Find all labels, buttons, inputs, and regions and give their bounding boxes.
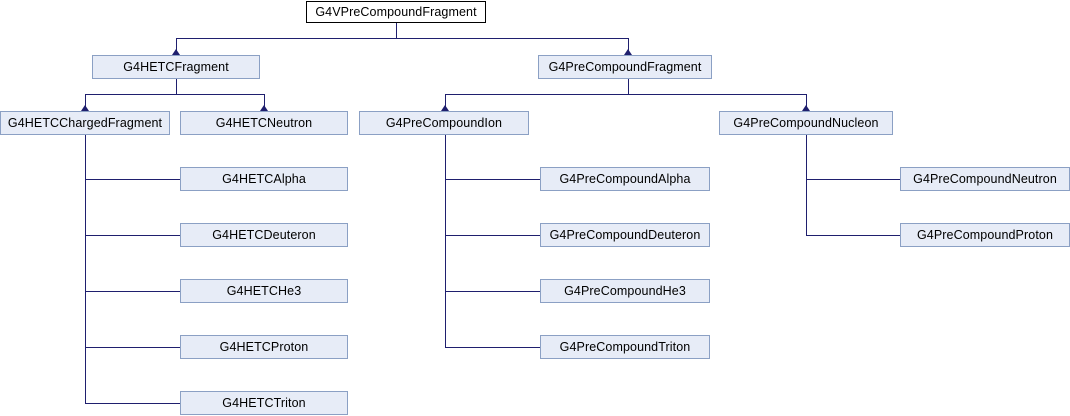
class-node-precompound_he3[interactable]: G4PreCompoundHe3: [540, 279, 710, 303]
branch-hetc-triton: [85, 403, 180, 404]
trunk-hetc-charged: [85, 135, 86, 403]
stem-hetc-fragment-up: [176, 38, 177, 55]
stem-hetc-fragment-down: [176, 79, 177, 94]
class-node-precompound_neutron[interactable]: G4PreCompoundNeutron: [900, 167, 1070, 191]
class-node-precompound_nucleon[interactable]: G4PreCompoundNucleon: [719, 111, 893, 135]
class-node-precompound_deuteron[interactable]: G4PreCompoundDeuteron: [540, 223, 710, 247]
class-node-precompound_alpha[interactable]: G4PreCompoundAlpha: [540, 167, 710, 191]
branch-precomp-proton: [806, 235, 900, 236]
arrow-into-precompound-ion: [441, 105, 449, 111]
bus-precompfrag-to-row3: [445, 94, 806, 95]
stem-precomp-ion-up: [445, 94, 446, 111]
stem-precomp-nucleon-up: [806, 94, 807, 111]
branch-hetc-deuteron: [85, 235, 180, 236]
stem-root-down: [396, 23, 397, 38]
branch-precomp-neutron: [806, 179, 900, 180]
class-node-hetc_proton[interactable]: G4HETCProton: [180, 335, 348, 359]
branch-hetc-proton: [85, 347, 180, 348]
arrow-into-hetc-charged: [81, 105, 89, 111]
branch-precomp-alpha: [445, 179, 540, 180]
trunk-precompound-ion: [445, 135, 446, 347]
arrow-into-hetc-fragment: [172, 49, 180, 55]
branch-precomp-deuteron: [445, 235, 540, 236]
branch-precomp-triton: [445, 347, 540, 348]
stem-precomp-frag-down: [628, 79, 629, 94]
arrow-into-precompound-fragment: [624, 49, 632, 55]
class-node-hetc_fragment[interactable]: G4HETCFragment: [92, 55, 260, 79]
class-node-precompound_ion[interactable]: G4PreCompoundIon: [359, 111, 529, 135]
stem-hetc-charged-up: [85, 94, 86, 111]
trunk-precompound-nucleon: [806, 135, 807, 235]
class-node-hetc_charged_fragment[interactable]: G4HETCChargedFragment: [0, 111, 170, 135]
bus-root-to-row2: [176, 38, 628, 39]
stem-hetc-neutron-up: [264, 94, 265, 111]
class-node-precompound_proton[interactable]: G4PreCompoundProton: [900, 223, 1070, 247]
class-node-hetc_he3[interactable]: G4HETCHe3: [180, 279, 348, 303]
class-node-hetc_deuteron[interactable]: G4HETCDeuteron: [180, 223, 348, 247]
arrow-into-hetc-neutron: [260, 105, 268, 111]
branch-hetc-he3: [85, 291, 180, 292]
class-node-hetc_triton[interactable]: G4HETCTriton: [180, 391, 348, 415]
branch-hetc-alpha: [85, 179, 180, 180]
branch-precomp-he3: [445, 291, 540, 292]
bus-hetcfrag-to-row3: [85, 94, 264, 95]
class-node-precompound_fragment[interactable]: G4PreCompoundFragment: [538, 55, 712, 79]
class-node-hetc_neutron[interactable]: G4HETCNeutron: [180, 111, 348, 135]
stem-precompound-frag-up: [628, 38, 629, 55]
arrow-into-precompound-nucleon: [802, 105, 810, 111]
class-node-precompound_triton[interactable]: G4PreCompoundTriton: [540, 335, 710, 359]
class-node-root[interactable]: G4VPreCompoundFragment: [306, 1, 486, 23]
class-node-hetc_alpha[interactable]: G4HETCAlpha: [180, 167, 348, 191]
